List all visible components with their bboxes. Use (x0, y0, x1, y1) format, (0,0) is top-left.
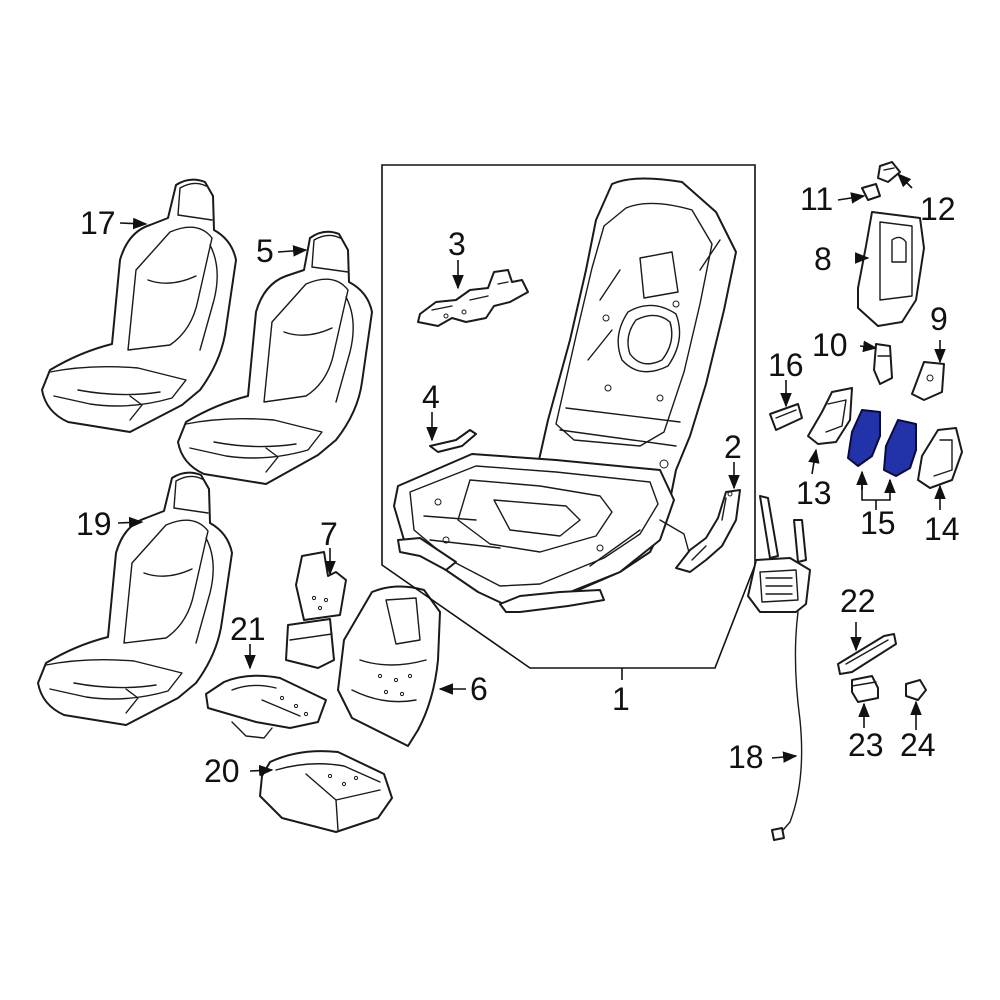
callout-21: 21 (230, 611, 266, 647)
callout-5: 5 (256, 233, 274, 269)
trim-9[interactable] (911, 361, 945, 401)
callout-24: 24 (900, 727, 936, 763)
leader-lines (117, 172, 946, 777)
seat-frame-1[interactable] (393, 177, 737, 613)
callout-22: 22 (840, 583, 876, 619)
callout-13: 13 (796, 475, 832, 511)
seat-assembly-5[interactable] (177, 230, 373, 485)
callout-23: 23 (848, 727, 884, 763)
callout-8: 8 (814, 241, 832, 277)
callout-10: 10 (812, 327, 848, 363)
callout-16: 16 (768, 347, 804, 383)
trim-strip-22[interactable] (837, 633, 897, 675)
backrest-cover-6[interactable] (337, 585, 441, 747)
callout-18: 18 (728, 739, 764, 775)
cushion-pad-21[interactable] (205, 674, 327, 739)
back-panel-8[interactable] (857, 211, 925, 327)
seat-assembly-19[interactable] (37, 471, 233, 726)
callout-2: 2 (724, 429, 742, 465)
clip-4[interactable] (429, 429, 477, 453)
callout-17: 17 (80, 205, 116, 241)
callout-9: 9 (930, 301, 948, 337)
callout-3: 3 (448, 226, 466, 262)
switch-15-right (883, 419, 917, 477)
callout-6: 6 (470, 671, 488, 707)
callout-20: 20 (204, 753, 240, 789)
frame-callout-box (381, 164, 756, 669)
switch-15-left (847, 409, 881, 467)
callout-7: 7 (320, 516, 338, 552)
cover-14[interactable] (917, 427, 963, 489)
callout-labels: 17 5 19 3 4 2 7 6 21 20 1 18 8 11 12 10 … (76, 181, 960, 789)
clip-12[interactable] (877, 161, 901, 183)
clip-24[interactable] (905, 679, 927, 701)
callout-12: 12 (920, 191, 956, 227)
bracket-3[interactable] (417, 269, 529, 327)
callout-15: 15 (860, 505, 896, 541)
button-16[interactable] (769, 403, 803, 431)
callout-19: 19 (76, 506, 112, 542)
side-trim-2[interactable] (675, 489, 741, 573)
clip-11[interactable] (861, 183, 881, 201)
cover-13[interactable] (807, 387, 853, 445)
seat-cushion-20[interactable] (259, 750, 393, 833)
seat-back-panel-7[interactable] (285, 551, 347, 669)
seat-assembly-17[interactable] (41, 178, 237, 433)
callout-14: 14 (924, 511, 960, 547)
callout-1: 1 (612, 681, 630, 717)
module-harness-18[interactable] (747, 495, 811, 841)
bracket-10[interactable] (873, 343, 893, 385)
callout-11: 11 (800, 181, 833, 217)
switch-15[interactable] (847, 409, 917, 477)
cap-23[interactable] (851, 675, 879, 703)
callout-4: 4 (422, 379, 440, 415)
